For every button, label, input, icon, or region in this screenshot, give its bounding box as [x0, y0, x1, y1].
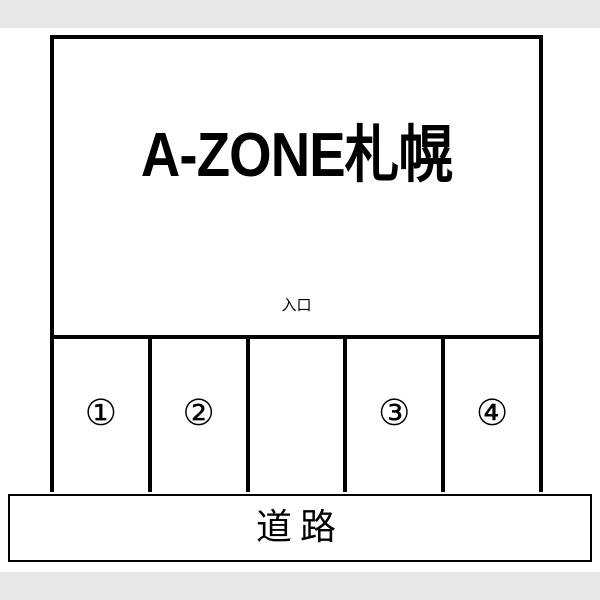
building-name: A-ZONE札幌	[140, 121, 453, 190]
parking-space-number: ③	[378, 392, 411, 434]
top-margin-band	[0, 0, 600, 28]
entrance-label: 入口	[281, 296, 312, 314]
road-label: 道路	[255, 507, 344, 548]
parking-space-number: ②	[182, 392, 215, 434]
road: 道路	[8, 494, 592, 562]
building-outline: A-ZONE札幌 入口	[50, 35, 543, 339]
bottom-margin-band	[0, 572, 600, 600]
parking-space-number: ①	[84, 392, 118, 434]
parking-space-3: ③	[347, 335, 446, 492]
parking-space-2: ②	[152, 335, 250, 492]
parking-space-1: ①	[54, 335, 152, 492]
parking-space-4: ④	[445, 335, 539, 492]
parking-lot-row: ① ② ③ ④	[50, 335, 543, 492]
parking-space-number: ④	[475, 392, 509, 434]
parking-space-unnumbered	[250, 335, 348, 492]
